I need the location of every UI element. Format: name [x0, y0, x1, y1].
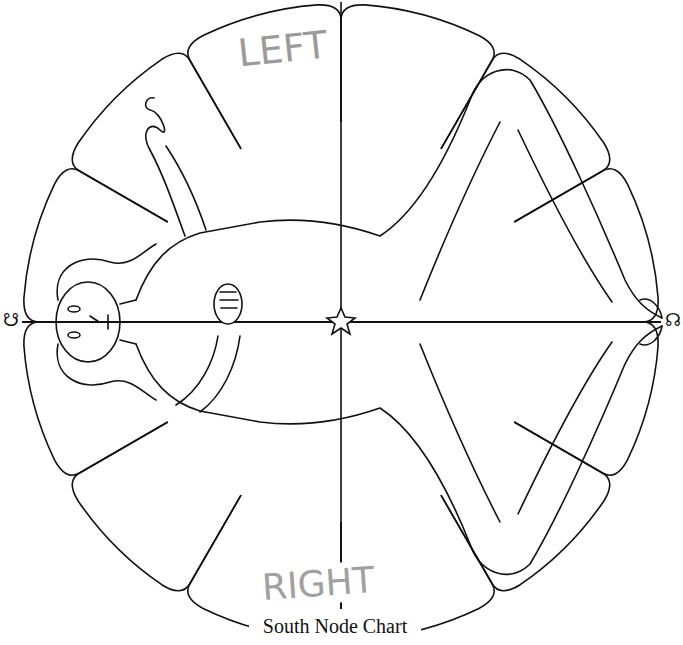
house-lobe — [341, 5, 494, 149]
hair — [57, 344, 156, 400]
chart-caption: South Node Chart — [249, 609, 421, 645]
nose — [90, 316, 99, 322]
hand — [214, 284, 242, 324]
south-node-symbol: ☋ — [3, 310, 19, 330]
body-outline — [136, 70, 662, 318]
eye — [68, 332, 80, 338]
leg-inner — [420, 342, 612, 522]
house-lobe — [441, 422, 610, 591]
house-lobe — [188, 5, 341, 149]
eye — [68, 306, 80, 312]
side-label: LEFT — [236, 25, 329, 76]
neck — [120, 300, 136, 344]
north-node-symbol: ☊ — [665, 310, 681, 330]
head — [56, 282, 120, 362]
fingers — [220, 292, 238, 308]
body-outline — [136, 326, 662, 574]
held-serpent — [146, 98, 165, 150]
side-label: RIGHT — [257, 560, 378, 608]
mouth — [107, 315, 109, 329]
center-star — [327, 308, 355, 334]
lower-arm — [176, 336, 240, 412]
feet — [640, 299, 662, 345]
leg-inner — [420, 122, 612, 302]
house-lobe — [72, 53, 241, 222]
house-lobe — [72, 422, 241, 591]
hair — [57, 244, 156, 300]
house-lobe — [441, 53, 610, 222]
raised-arm — [150, 146, 206, 236]
axis-through-head — [56, 321, 120, 323]
human-figure — [56, 70, 662, 575]
